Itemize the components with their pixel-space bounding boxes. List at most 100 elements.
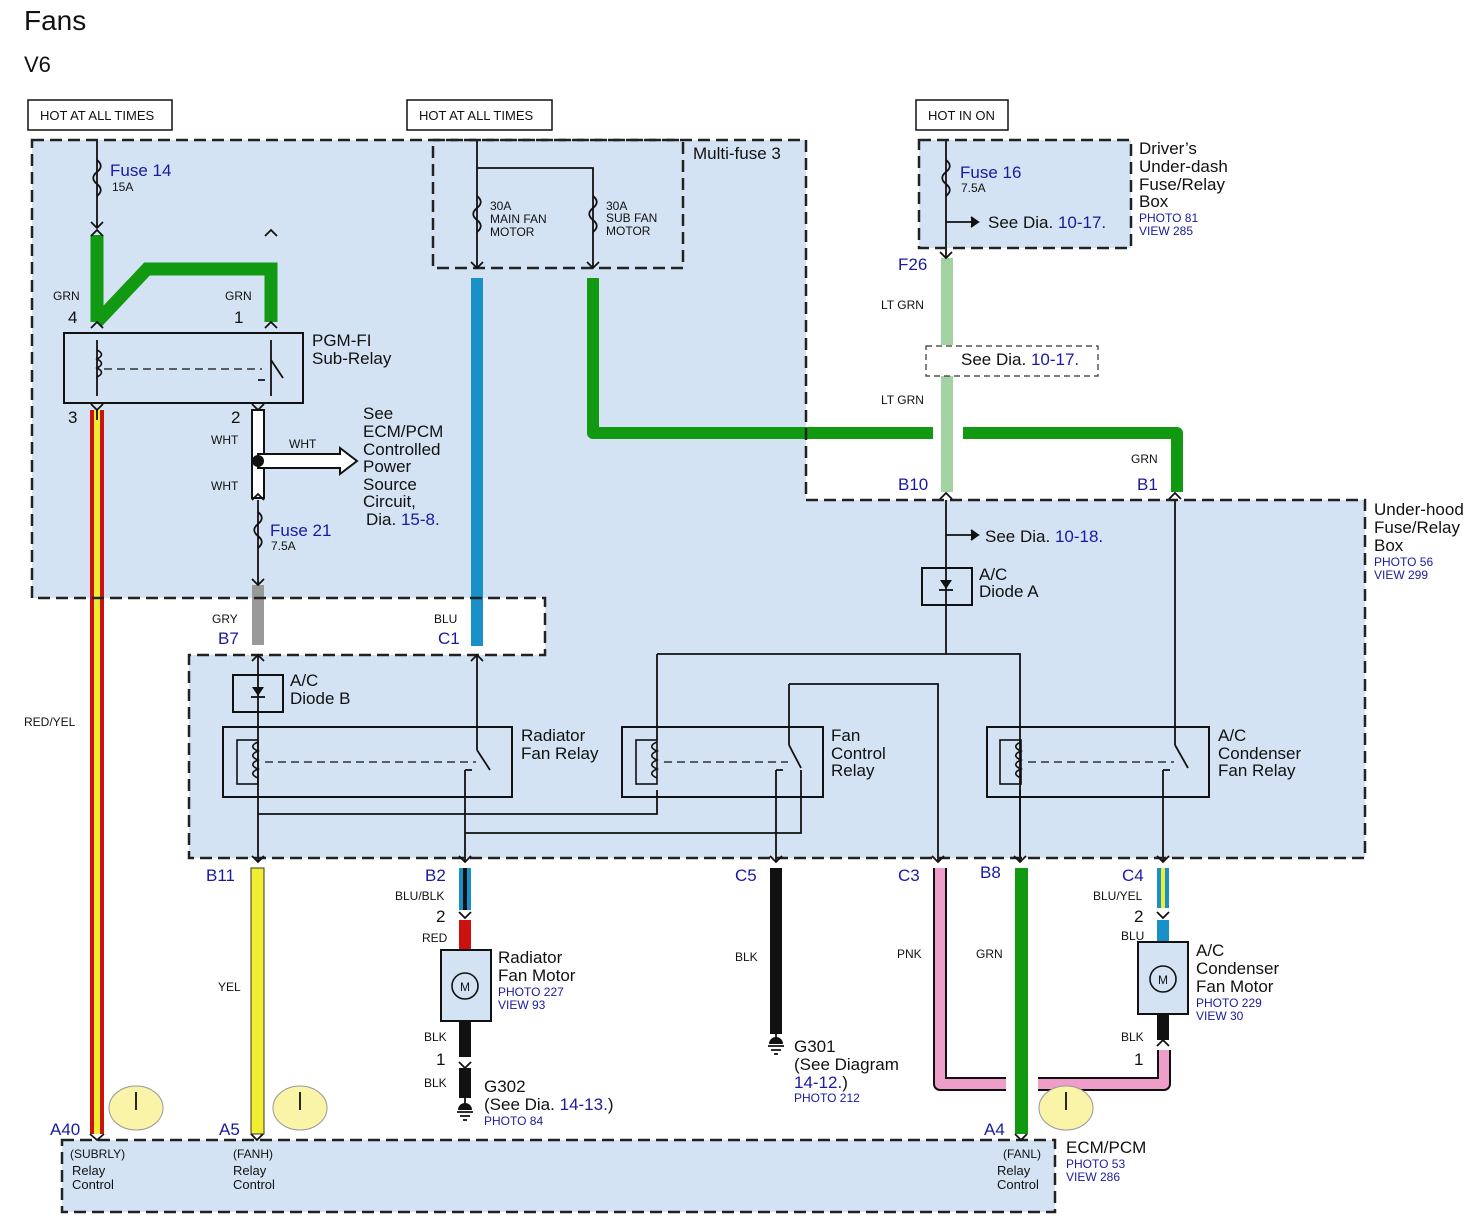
fc-relay-l2: Control bbox=[831, 744, 886, 763]
see-dia-ref-1: See Dia. 10-17. bbox=[988, 213, 1106, 232]
fuse-14-rating: 15A bbox=[112, 180, 133, 194]
wire-label-blu2: BLU bbox=[1121, 929, 1144, 943]
sub-fan-fuse-rating: 30A bbox=[606, 199, 627, 213]
wire-red bbox=[459, 920, 471, 950]
underhood-fuse-relay-box bbox=[32, 140, 1365, 858]
pin-3: 3 bbox=[68, 408, 77, 427]
rad-motor-photo: PHOTO 227 bbox=[498, 985, 564, 999]
conn-c1: C1 bbox=[438, 629, 460, 648]
ecm-pin-fanl: (FANL) bbox=[1003, 1147, 1041, 1161]
ac-motor-pin-1: 1 bbox=[1134, 1050, 1143, 1069]
wire-label-wht-b: WHT bbox=[289, 437, 317, 451]
ecm-view: VIEW 286 bbox=[1066, 1170, 1120, 1184]
diode-a bbox=[921, 567, 973, 606]
relay-fan-control bbox=[621, 726, 824, 798]
ac-relay-l2: Condenser bbox=[1218, 744, 1302, 763]
g301-ref: 14-12.) bbox=[794, 1073, 848, 1092]
ecm-ref-l6: Circuit, bbox=[363, 492, 416, 511]
drivers-box-l1: Driver’s bbox=[1139, 139, 1197, 158]
ac-relay-l3: Fan Relay bbox=[1218, 761, 1296, 780]
ac-relay-l1: A/C bbox=[1218, 726, 1246, 745]
diode-a-l1: A/C bbox=[979, 565, 1007, 584]
conn-c4: C4 bbox=[1122, 866, 1144, 885]
conn-a5: A5 bbox=[219, 1120, 240, 1139]
rad-relay-l2: Fan Relay bbox=[521, 744, 599, 763]
ecm-photo: PHOTO 53 bbox=[1066, 1157, 1125, 1171]
wire-label-wht-a: WHT bbox=[211, 433, 239, 447]
wire-blk-g301 bbox=[770, 868, 782, 1034]
conn-b1: B1 bbox=[1137, 475, 1158, 494]
underhood-box-view: VIEW 299 bbox=[1374, 568, 1428, 582]
wire-label-blk-b: BLK bbox=[424, 1076, 447, 1090]
see-dia-ref-3: See Dia. 10-18. bbox=[985, 527, 1103, 546]
diode-b-l2: Diode B bbox=[290, 689, 350, 708]
drivers-box-view: VIEW 285 bbox=[1139, 224, 1193, 238]
conn-a40: A40 bbox=[50, 1120, 80, 1139]
wire-blu bbox=[471, 278, 483, 646]
pin-4: 4 bbox=[68, 308, 77, 327]
wire-label-blu: BLU bbox=[434, 612, 457, 626]
ecm-ref-l2: ECM/PCM bbox=[363, 422, 443, 441]
g302-photo: PHOTO 84 bbox=[484, 1114, 543, 1128]
ground-g301 bbox=[768, 1034, 784, 1055]
source-hot-all-times-1: HOT AT ALL TIMES bbox=[40, 108, 154, 123]
pgm-relay-l1: PGM-FI bbox=[312, 331, 372, 350]
underhood-box-l3: Box bbox=[1374, 536, 1404, 555]
conn-b2: B2 bbox=[425, 866, 446, 885]
conn-a4: A4 bbox=[984, 1120, 1005, 1139]
ground-g302 bbox=[457, 1098, 473, 1121]
wire-blu-blk bbox=[459, 868, 471, 910]
wire-pnk bbox=[933, 868, 1171, 1091]
diode-b bbox=[232, 674, 284, 713]
ref-arrowheads bbox=[971, 218, 980, 539]
ecm-pin-fanh: (FANH) bbox=[233, 1147, 273, 1161]
conn-b8: B8 bbox=[980, 863, 1001, 882]
fuse-16-rating: 7.5A bbox=[961, 181, 986, 195]
main-fan-fuse-rating: 30A bbox=[490, 199, 511, 213]
wire-blu-yel bbox=[1157, 868, 1169, 908]
sub-fan-fuse-l2: MOTOR bbox=[606, 224, 651, 238]
internal-wiring bbox=[96, 140, 1176, 862]
wire-label-red-yel: RED/YEL bbox=[24, 715, 76, 729]
wire-blk-g302 bbox=[459, 1068, 471, 1098]
fuse-sub-symbol bbox=[588, 195, 598, 233]
pgm-relay-l2: Sub-Relay bbox=[312, 349, 392, 368]
ecm-pin-fanl-control: Control bbox=[997, 1177, 1039, 1192]
wire-grn-b8 bbox=[1015, 868, 1028, 1134]
conn-b7: B7 bbox=[218, 629, 239, 648]
wire-label-blu-blk: BLU/BLK bbox=[395, 889, 444, 903]
wire-label-grn-d: GRN bbox=[976, 947, 1003, 961]
wire-label-lt-grn-b: LT GRN bbox=[881, 393, 924, 407]
ecm-pcm-box bbox=[62, 1140, 1055, 1212]
ecm-pin-subrly: (SUBRLY) bbox=[70, 1147, 125, 1161]
wire-label-grn-c: GRN bbox=[1131, 452, 1158, 466]
ecm-ref-l4: Power bbox=[363, 457, 412, 476]
wires bbox=[90, 235, 1183, 1135]
underhood-box-photo: PHOTO 56 bbox=[1374, 555, 1433, 569]
g301-photo: PHOTO 212 bbox=[794, 1091, 860, 1105]
ecm-ref-l5: Source bbox=[363, 475, 417, 494]
ac-motor-view: VIEW 30 bbox=[1196, 1009, 1244, 1023]
box-fills bbox=[32, 140, 1365, 1212]
fuse-14-name: Fuse 14 bbox=[110, 161, 171, 180]
note-markers bbox=[108, 1085, 1094, 1131]
rad-motor-l2: Fan Motor bbox=[498, 966, 576, 985]
wire-grn-sub-fan bbox=[587, 278, 1183, 492]
drivers-box-l4: Box bbox=[1139, 192, 1169, 211]
wire-wht bbox=[251, 409, 359, 499]
power-sources bbox=[27, 99, 1009, 131]
ecm-pin-fanh-relay: Relay bbox=[233, 1163, 267, 1178]
fuse-symbols bbox=[92, 159, 951, 549]
ac-motor-symbol: M bbox=[1158, 973, 1168, 987]
rad-motor-pin-1: 1 bbox=[436, 1050, 445, 1069]
pin-2: 2 bbox=[231, 408, 240, 427]
ecm-pin-fanl-relay: Relay bbox=[997, 1163, 1031, 1178]
ecm-name: ECM/PCM bbox=[1066, 1138, 1146, 1157]
g302-ref: (See Dia. 14-13.) bbox=[484, 1095, 613, 1114]
text-layer: Fans V6 HOT AT ALL TIMES HOT AT ALL TIME… bbox=[24, 5, 1464, 1192]
drivers-box-l2: Under-dash bbox=[1139, 157, 1228, 176]
diode-b-l1: A/C bbox=[290, 671, 318, 690]
conn-b10: B10 bbox=[898, 475, 928, 494]
wire-red-yel bbox=[90, 410, 104, 1134]
source-hot-in-on: HOT IN ON bbox=[928, 108, 995, 123]
